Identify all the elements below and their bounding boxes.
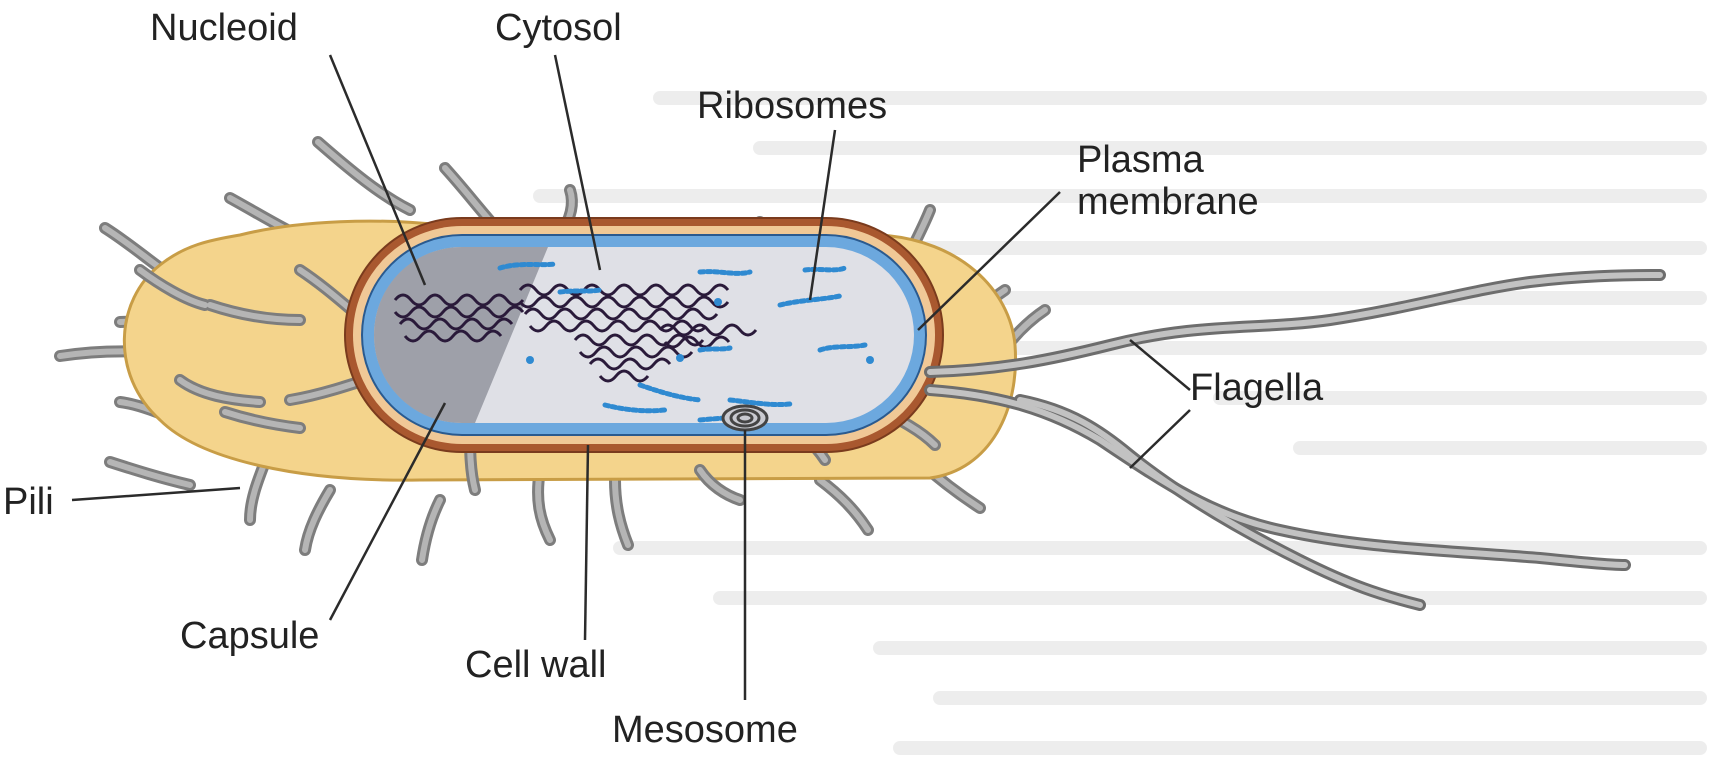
label-mesosome: Mesosome	[612, 710, 798, 752]
pili-leader	[72, 488, 240, 500]
label-ribosomes: Ribosomes	[697, 86, 887, 128]
label-nucleoid: Nucleoid	[150, 8, 298, 50]
flagella-group	[930, 275, 1660, 605]
label-flagella: Flagella	[1190, 368, 1323, 410]
label-cytosol: Cytosol	[495, 8, 622, 50]
label-cell-wall: Cell wall	[465, 645, 606, 687]
flagella-leader-2	[1130, 410, 1190, 468]
mesosome	[723, 406, 767, 430]
label-pili: Pili	[3, 482, 54, 524]
label-plasma-line2: membrane	[1077, 182, 1397, 224]
label-plasma-membrane: Plasma membrane	[1077, 140, 1397, 224]
label-capsule: Capsule	[180, 616, 319, 658]
flagellum	[930, 390, 1625, 565]
label-plasma-line1: Plasma	[1077, 140, 1397, 182]
